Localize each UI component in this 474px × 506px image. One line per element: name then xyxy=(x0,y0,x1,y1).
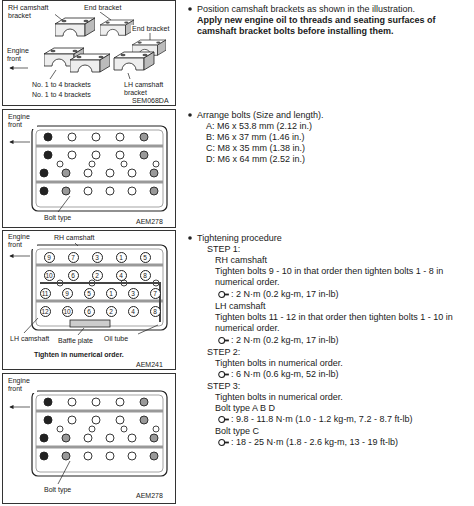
instruction-text: Bolt type C xyxy=(215,426,471,437)
part-label: SEM068DA xyxy=(131,97,170,105)
instruction-text: Tighten bolts in numerical order. xyxy=(215,392,471,403)
callout-number: 5 xyxy=(84,288,95,299)
figure-panel: Engine frontBolt typeAEM278 xyxy=(2,109,176,228)
callout-number: 9 xyxy=(44,252,55,263)
instruction-text: LH camshaft xyxy=(215,301,471,312)
instruction-text: Tighten bolts in numerical order. xyxy=(215,358,471,369)
part-label: End bracket xyxy=(131,25,170,33)
callout-number: 4 xyxy=(128,306,139,317)
instruction-text: STEP 2: xyxy=(207,347,471,358)
part-label: AEM241 xyxy=(135,361,164,369)
instruction-text: : 6 N·m (0.6 kg-m, 52 in-lb) xyxy=(231,369,471,380)
instruction-text: STEP 1: xyxy=(207,244,471,255)
part-label: RH camshaft bracket xyxy=(7,4,55,20)
part-label: Engine front xyxy=(7,377,37,393)
callout-number: 2 xyxy=(106,306,117,317)
figure-panel: RH camshaft bracketEnd bracketEnd bracke… xyxy=(2,0,176,106)
part-label: Engine front xyxy=(7,233,37,249)
instruction-text: : 18 - 25 N·m (1.8 - 2.6 kg-m, 13 - 19 f… xyxy=(231,437,471,448)
instruction-text: Apply new engine oil to threads and seat… xyxy=(197,15,471,37)
callout-number: 8 xyxy=(140,270,151,281)
instruction-text: STEP 3: xyxy=(207,381,471,392)
callout-number: 6 xyxy=(68,270,79,281)
part-label: End bracket xyxy=(83,4,122,12)
callout-number: 9 xyxy=(62,288,73,299)
instruction-text: C: M8 x 35 mm (1.38 in.) xyxy=(206,143,471,154)
callout-number: 8 xyxy=(150,306,161,317)
callout-number: 1 xyxy=(116,252,127,263)
part-label: No. 1 to 4 brackets xyxy=(31,91,92,99)
instruction-text: Bolt type A B D xyxy=(215,403,471,414)
part-label: Tighten in numerical order. xyxy=(33,351,125,359)
part-label: LH camshaft bracket xyxy=(123,81,175,97)
instruction-text: Tighten bolts 11 - 12 in that order then… xyxy=(215,312,471,334)
callout-number: 10 xyxy=(62,306,73,317)
instruction-text: Arrange bolts (Size and length). xyxy=(197,110,471,121)
instruction-text: Tightening procedure xyxy=(197,233,471,244)
part-label: Engine front xyxy=(6,47,36,63)
part-label: No. 1 to 4 brackets xyxy=(31,81,92,89)
instruction-text: Position camshaft brackets as shown in t… xyxy=(197,4,471,15)
instruction-text: A: M6 x 53.8 mm (2.12 in.) xyxy=(206,121,471,132)
part-label: Baffle plate xyxy=(57,337,94,345)
callout-number: 11 xyxy=(40,288,51,299)
instruction-text: Tighten bolts 9 - 10 in that order then … xyxy=(215,266,471,288)
callout-number: 3 xyxy=(92,252,103,263)
part-label: AEM278 xyxy=(135,218,164,226)
callout-number: 7 xyxy=(68,252,79,263)
part-label: RH camshaft xyxy=(53,234,95,242)
figure-panel: Engine frontBolt typeAEM278 xyxy=(2,373,176,504)
instruction-text: D: M6 x 64 mm (2.52 in.) xyxy=(206,154,471,165)
part-label: Bolt type xyxy=(43,214,72,222)
callout-number: 4 xyxy=(116,270,127,281)
callout-number: 7 xyxy=(150,288,161,299)
part-label: AEM278 xyxy=(135,492,164,500)
figure-panel: Engine frontRH camshaft97315106248119513… xyxy=(2,230,176,370)
part-label: Bolt type xyxy=(43,486,72,494)
callout-number: 3 xyxy=(128,288,139,299)
callout-number: 10 xyxy=(44,270,55,281)
instruction-text: : 2 N·m (0.2 kg-m, 17 in-lb) xyxy=(231,335,471,346)
part-label: Engine front xyxy=(7,113,37,129)
callout-number: 2 xyxy=(92,270,103,281)
callout-number: 6 xyxy=(84,306,95,317)
callout-number: 5 xyxy=(140,252,151,263)
callout-number: 12 xyxy=(40,306,51,317)
instruction-text: : 2 N·m (0.2 kg-m, 17 in-lb) xyxy=(231,289,471,300)
callout-number: 1 xyxy=(106,288,117,299)
instruction-text: : 9.8 - 11.8 N·m (1.0 - 1.2 kg-m, 7.2 - … xyxy=(231,414,471,425)
part-label: Oil tube xyxy=(103,335,129,343)
instruction-text: RH camshaft xyxy=(215,255,471,266)
instruction-text: B: M6 x 37 mm (1.46 in.) xyxy=(206,132,471,143)
part-label: LH camshaft xyxy=(9,335,50,343)
